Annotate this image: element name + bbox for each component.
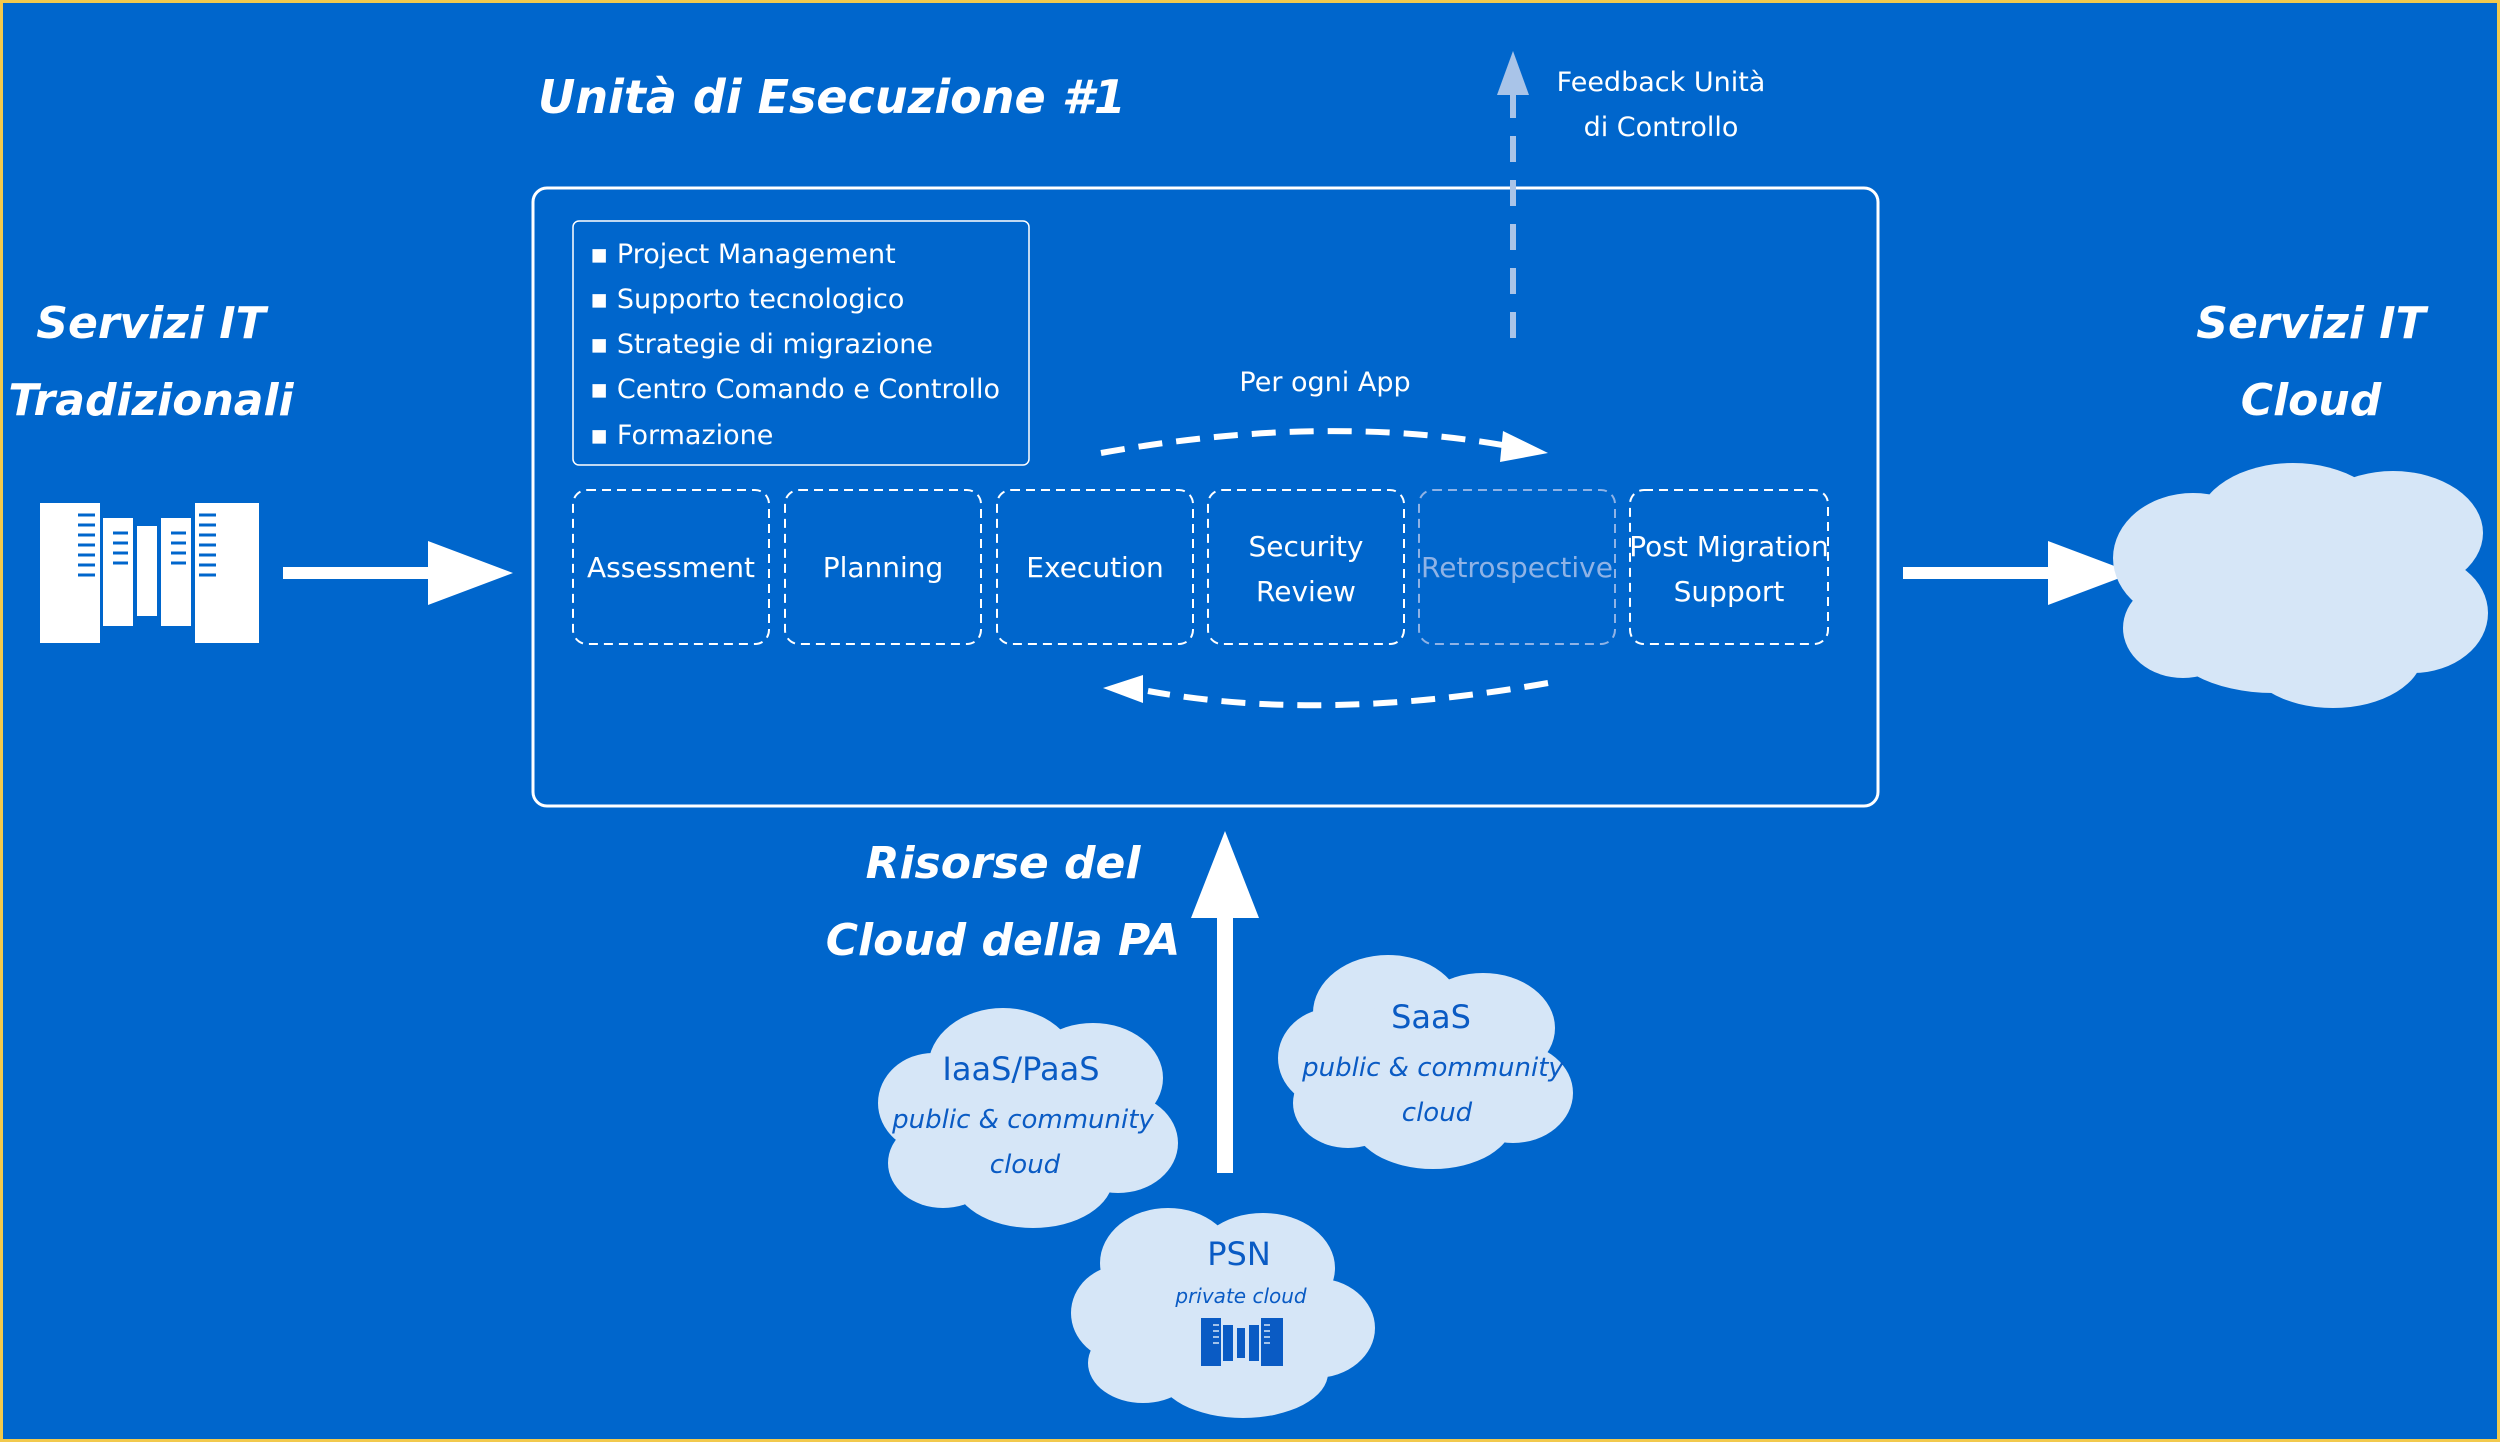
saas-line1: public & community xyxy=(1301,1053,1564,1083)
iaas-paas-line1: public & community xyxy=(891,1105,1154,1135)
left-arrow xyxy=(283,541,513,605)
phase-box-security-review: Security Review xyxy=(1207,489,1405,645)
up-arrow xyxy=(1191,831,1259,1173)
phase-box-retrospective: Retrospective xyxy=(1418,489,1616,645)
resources-label-line2: Cloud della PA xyxy=(826,915,1181,966)
resources-label-line1: Risorse del xyxy=(866,838,1142,889)
loop-arrow-bottom xyxy=(1103,675,1549,709)
psn-subtitle: private cloud xyxy=(1174,1284,1307,1308)
diagram-svg: Unità di Esecuzione #1 Servizi IT Tradiz… xyxy=(8,51,2488,1418)
cloud-icon xyxy=(2113,463,2488,708)
right-label-line2: Cloud xyxy=(2241,375,2382,426)
services-list-item: ▪ Strategie di migrazione xyxy=(590,329,933,360)
phase-box-planning: Planning xyxy=(784,489,982,645)
phase-box-assessment: Assessment xyxy=(572,489,770,645)
servers-icon xyxy=(40,503,259,643)
feedback-arrow xyxy=(1497,51,1529,338)
loop-arrow-top xyxy=(1100,428,1548,462)
phase-box-post-migration: Post Migration Support xyxy=(1629,489,1829,645)
phase-label: Security xyxy=(1249,530,1364,563)
execution-unit-box xyxy=(531,186,1880,808)
services-list-item: ▪ Formazione xyxy=(590,420,773,451)
page-title: Unità di Esecuzione #1 xyxy=(538,70,1126,124)
left-label-line1: Servizi IT xyxy=(36,298,268,349)
saas-line2: cloud xyxy=(1402,1098,1473,1128)
services-list-item: ▪ Centro Comando e Controllo xyxy=(590,374,1000,405)
phase-box-execution: Execution xyxy=(996,489,1194,645)
iaas-paas-title: IaaS/PaaS xyxy=(942,1050,1099,1088)
services-list-item: ▪ Project Management xyxy=(590,239,896,270)
iaas-paas-line2: cloud xyxy=(990,1150,1061,1180)
psn-title: PSN xyxy=(1207,1235,1271,1273)
right-label-line1: Servizi IT xyxy=(2196,298,2428,349)
right-arrow xyxy=(1903,541,2133,605)
phase-label: Review xyxy=(1256,575,1356,608)
phase-label: Retrospective xyxy=(1421,551,1613,584)
saas-cloud: SaaS public & community cloud xyxy=(1278,955,1573,1169)
psn-cloud: PSN private cloud xyxy=(1071,1208,1375,1418)
phase-label: Planning xyxy=(823,551,944,584)
services-list-box xyxy=(572,220,1030,466)
services-list-item: ▪ Supporto tecnologico xyxy=(590,284,904,315)
phase-label: Assessment xyxy=(587,551,755,584)
phase-label: Support xyxy=(1674,575,1785,608)
left-label-line2: Tradizionali xyxy=(8,375,294,426)
phase-label: Execution xyxy=(1026,551,1163,584)
iaas-paas-cloud: IaaS/PaaS public & community cloud xyxy=(878,1008,1178,1228)
psn-servers-icon xyxy=(1201,1318,1283,1366)
feedback-label-line1: Feedback Unità xyxy=(1557,67,1766,98)
saas-title: SaaS xyxy=(1391,998,1471,1036)
phase-label: Post Migration xyxy=(1629,530,1829,563)
feedback-label-line2: di Controllo xyxy=(1584,112,1739,143)
loop-label: Per ogni App xyxy=(1239,367,1410,398)
